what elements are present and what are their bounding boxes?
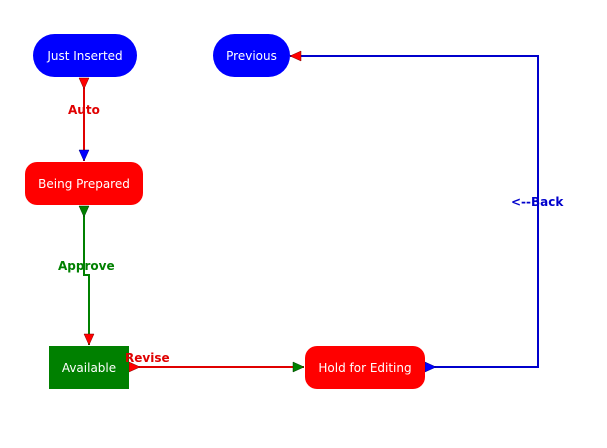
edge-approve-line: [83, 206, 90, 345]
node-available[interactable]: Available: [49, 346, 129, 389]
node-being-prepared-label: Being Prepared: [38, 176, 130, 191]
edge-revise-label: Revise: [125, 351, 170, 365]
edge-auto-tail-arrow: [78, 77, 90, 90]
node-just-inserted-label: Just Inserted: [47, 48, 123, 63]
edge-back-head-arrow: [289, 50, 302, 62]
edge-back-tail-arrow: [424, 361, 437, 373]
edge-revise: [128, 361, 305, 373]
node-hold-for-editing-label: Hold for Editing: [318, 360, 412, 375]
node-available-label: Available: [61, 360, 117, 375]
node-previous[interactable]: Previous: [213, 34, 290, 77]
edge-revise-tail-arrow: [128, 361, 141, 373]
edge-approve-label: Approve: [58, 259, 115, 273]
edge-back-label: <--Back: [511, 195, 564, 209]
edge-back: [289, 50, 539, 373]
edge-approve-head-arrow: [83, 333, 95, 346]
node-previous-label: Previous: [226, 48, 277, 63]
node-being-prepared[interactable]: Being Prepared: [25, 162, 143, 205]
edge-auto: [78, 77, 90, 162]
edge-approve-tail-arrow: [78, 205, 90, 218]
edge-approve: [78, 205, 95, 346]
edge-revise-head-arrow: [292, 361, 305, 373]
node-hold-for-editing[interactable]: Hold for Editing: [305, 346, 425, 389]
node-just-inserted[interactable]: Just Inserted: [33, 34, 137, 77]
edge-auto-head-arrow: [78, 149, 90, 162]
edge-auto-label: Auto: [68, 103, 100, 117]
edge-back-line: [290, 55, 539, 368]
